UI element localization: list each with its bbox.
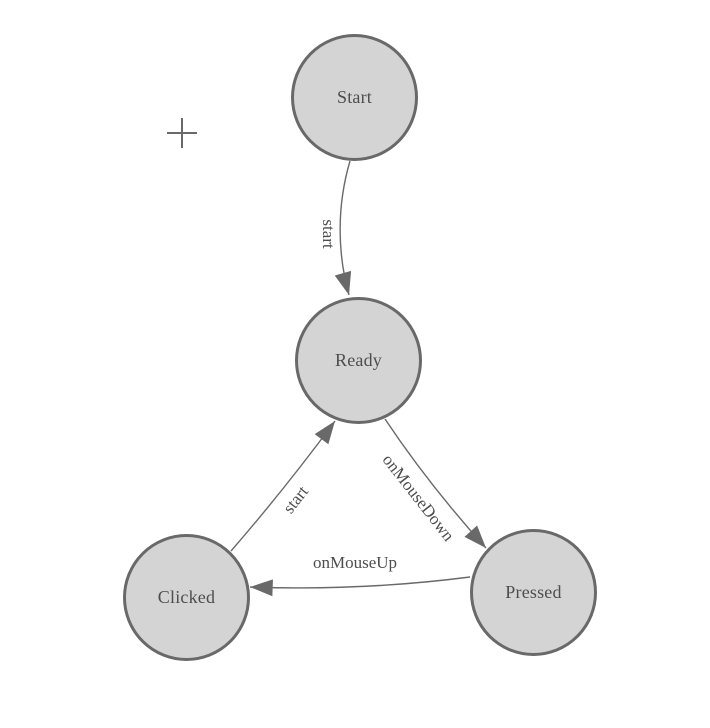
state-node-clicked[interactable]: Clicked — [123, 534, 250, 661]
state-node-start-label: Start — [337, 87, 372, 107]
edge-pressed-to-clicked[interactable] — [249, 576, 471, 597]
state-node-start[interactable]: Start — [291, 34, 418, 161]
state-node-pressed[interactable]: Pressed — [470, 529, 597, 656]
state-node-ready[interactable]: Ready — [295, 297, 422, 424]
state-node-clicked-label: Clicked — [157, 587, 216, 607]
state-node-pressed-label: Pressed — [505, 582, 562, 602]
edge-ready-to-pressed[interactable] — [384, 418, 487, 549]
edge-label-start-to-ready[interactable]: start — [319, 219, 338, 249]
state-node-ready-label: Ready — [335, 350, 382, 370]
edge-label-pressed-to-clicked[interactable]: onMouseUp — [312, 553, 398, 572]
crosshair-cursor-icon — [167, 118, 197, 148]
edge-clicked-to-ready[interactable] — [230, 420, 336, 552]
edge-start-to-ready[interactable] — [334, 160, 352, 296]
